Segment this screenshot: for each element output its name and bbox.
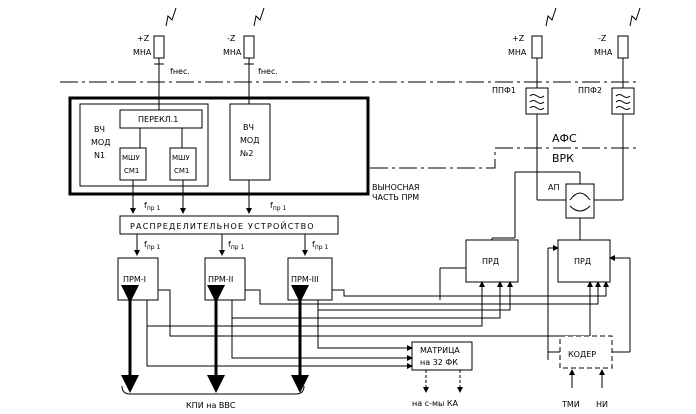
svg-text:-Z: -Z bbox=[598, 34, 607, 43]
svg-text:МШУ: МШУ bbox=[122, 154, 141, 162]
svg-text:-Z: -Z bbox=[227, 34, 236, 43]
svg-text:РАСПРЕДЕЛИТЕЛЬНОЕ УСТРОЙСТВО: РАСПРЕДЕЛИТЕЛЬНОЕ УСТРОЙСТВО bbox=[130, 220, 315, 231]
svg-text:ПРМ-II: ПРМ-II bbox=[208, 275, 233, 284]
svg-text:на 32 ФК: на 32 ФК bbox=[420, 358, 458, 367]
svg-text:ВЧ: ВЧ bbox=[243, 123, 254, 132]
svg-text:fнес.: fнес. bbox=[258, 67, 278, 76]
svg-text:ТМИ: ТМИ bbox=[561, 400, 580, 409]
lightning-icon bbox=[629, 7, 641, 27]
hf-module-2 bbox=[229, 103, 271, 181]
svg-text:МАТРИЦА: МАТРИЦА bbox=[420, 346, 460, 355]
svg-text:fпр 1: fпр 1 bbox=[228, 240, 244, 251]
lightning-icon bbox=[165, 7, 177, 27]
svg-text:СМ1: СМ1 bbox=[124, 167, 139, 175]
svg-text:fпр 1: fпр 1 bbox=[270, 201, 286, 212]
svg-text:№2: №2 bbox=[240, 149, 253, 158]
coder-block bbox=[559, 335, 613, 369]
svg-text:НИ: НИ bbox=[596, 400, 608, 409]
lightning-icon bbox=[253, 7, 265, 27]
svg-text:ПРД: ПРД bbox=[482, 257, 499, 266]
svg-text:+Z: +Z bbox=[137, 34, 150, 43]
svg-text:СМ1: СМ1 bbox=[174, 167, 189, 175]
antenna-minus-z-left: -Z МНА fнес. bbox=[223, 7, 278, 100]
svg-text:МНА: МНА bbox=[508, 48, 527, 57]
svg-text:N1: N1 bbox=[94, 151, 105, 160]
svg-text:ПРМ-I: ПРМ-I bbox=[123, 275, 146, 284]
svg-text:МНА: МНА bbox=[223, 48, 242, 57]
svg-text:МОД: МОД bbox=[240, 136, 259, 145]
svg-text:fпр 1: fпр 1 bbox=[144, 240, 160, 251]
antenna-plus-z-right: +Z МНА ППФ1 bbox=[492, 7, 557, 200]
if-label-2: fпр 1 bbox=[270, 201, 286, 212]
antenna-switch-ap bbox=[565, 183, 595, 219]
svg-text:ВЫНОСНАЯ: ВЫНОСНАЯ bbox=[372, 183, 420, 192]
lightning-icon bbox=[545, 7, 557, 27]
svg-text:на с-мы КА: на с-мы КА bbox=[412, 399, 459, 408]
antenna-plus-z-left: +Z МНА fнес. bbox=[133, 7, 190, 100]
svg-text:ПРМ-III: ПРМ-III bbox=[291, 275, 319, 284]
svg-text:АФС: АФС bbox=[552, 132, 577, 145]
svg-text:ПЕРЕКЛ.1: ПЕРЕКЛ.1 bbox=[138, 115, 178, 124]
switch-block bbox=[119, 109, 203, 129]
remote-receiver-frame bbox=[68, 96, 370, 196]
svg-text:ПРД: ПРД bbox=[574, 257, 591, 266]
svg-text:МНА: МНА bbox=[594, 48, 613, 57]
transmitter-2 bbox=[557, 239, 611, 283]
svg-text:fнес.: fнес. bbox=[170, 67, 190, 76]
svg-text:ВЧ: ВЧ bbox=[94, 125, 105, 134]
if-label-1: fпр 1 bbox=[144, 201, 160, 212]
svg-text:ВРК: ВРК bbox=[552, 152, 574, 165]
lna-2 bbox=[169, 147, 197, 181]
svg-text:АП: АП bbox=[548, 183, 560, 192]
transmitter-1 bbox=[465, 239, 519, 283]
svg-text:ППФ2: ППФ2 bbox=[578, 86, 602, 95]
svg-text:МНА: МНА bbox=[133, 48, 152, 57]
if-label-3: fпр 1 bbox=[144, 240, 160, 251]
lna-1 bbox=[119, 147, 147, 181]
ppf2-filter bbox=[611, 87, 635, 115]
if-label-4: fпр 1 bbox=[228, 240, 244, 251]
svg-text:МШУ: МШУ bbox=[172, 154, 191, 162]
svg-text:ЧАСТЬ ПРМ: ЧАСТЬ ПРМ bbox=[372, 193, 419, 202]
svg-text:+Z: +Z bbox=[512, 34, 525, 43]
svg-text:КПИ на ВВС: КПИ на ВВС bbox=[186, 401, 236, 410]
hf-module-1 bbox=[79, 103, 209, 187]
svg-text:МОД: МОД bbox=[91, 138, 110, 147]
kpi-brace bbox=[121, 385, 305, 395]
ppf1-filter bbox=[525, 87, 549, 115]
svg-text:ППФ1: ППФ1 bbox=[492, 86, 516, 95]
svg-text:fпр 1: fпр 1 bbox=[312, 240, 328, 251]
svg-text:КОДЕР: КОДЕР bbox=[568, 350, 596, 359]
receiver-2 bbox=[204, 257, 246, 301]
if-label-5: fпр 1 bbox=[312, 240, 328, 251]
antenna-minus-z-right: -Z МНА ППФ2 bbox=[578, 7, 641, 200]
afs-vrk-boundary bbox=[370, 147, 640, 169]
distributor-block bbox=[119, 215, 339, 235]
svg-text:fпр 1: fпр 1 bbox=[144, 201, 160, 212]
